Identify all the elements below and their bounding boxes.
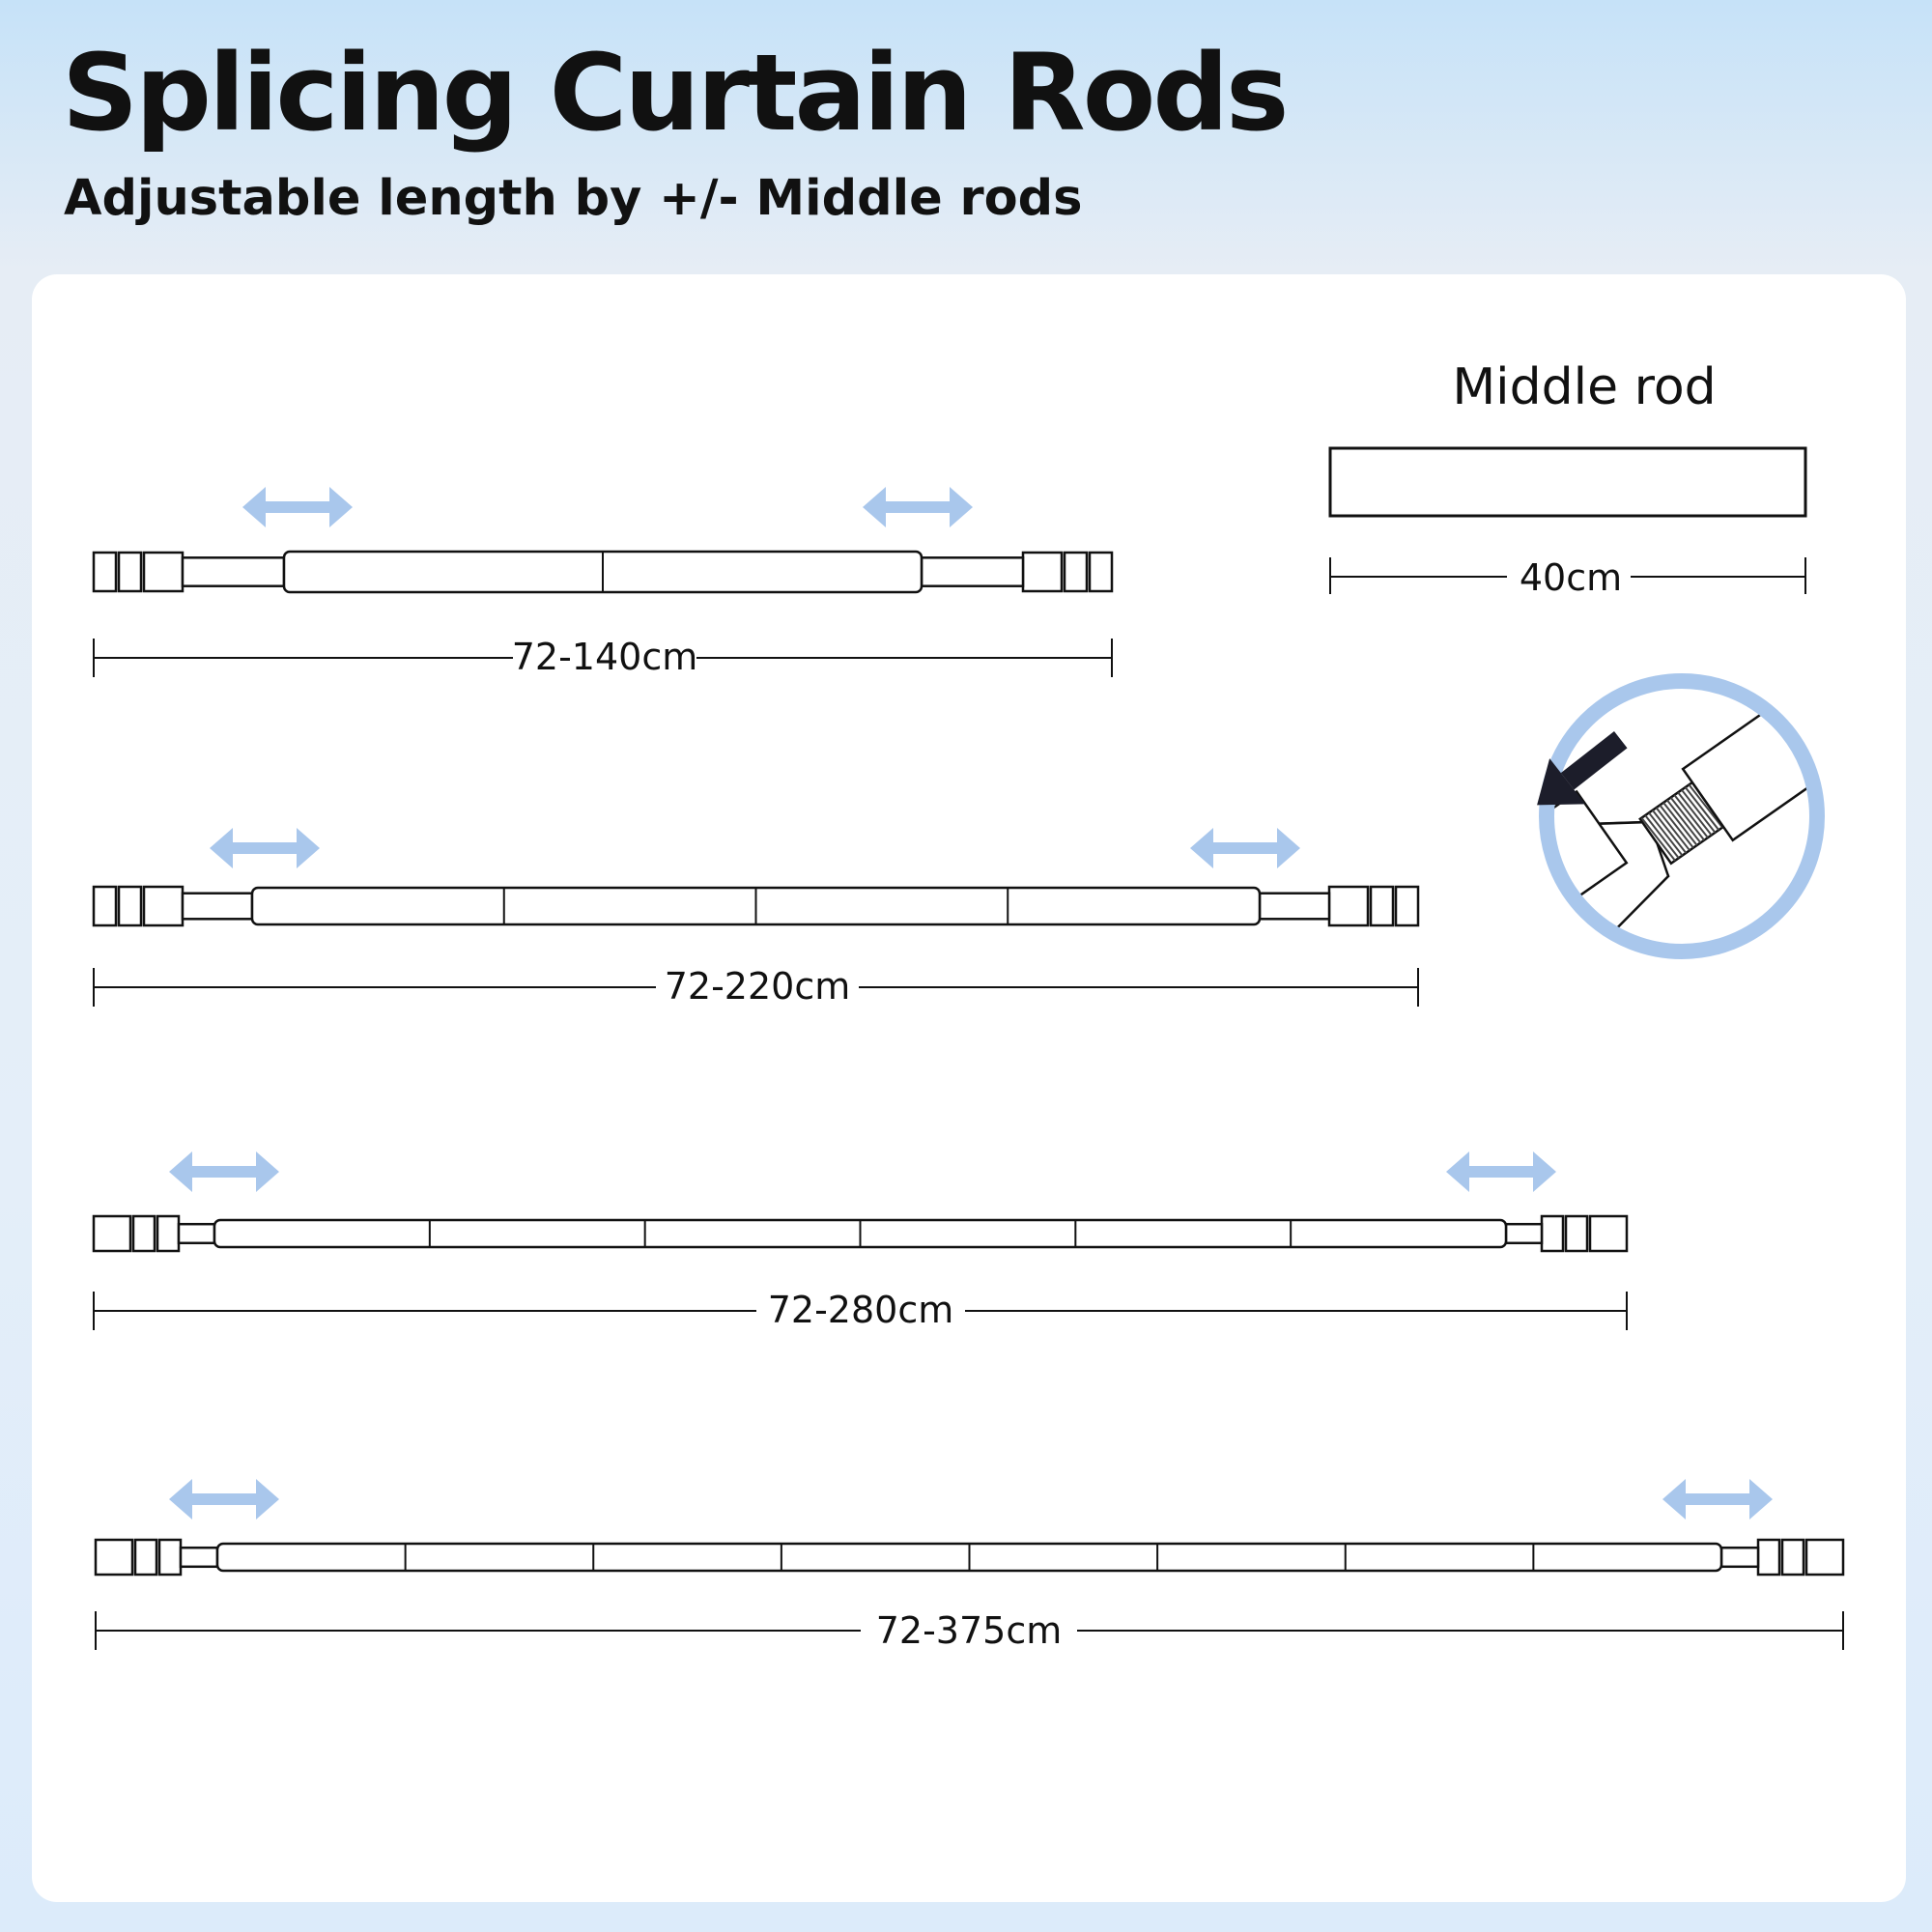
end-cap — [1756, 1538, 1781, 1577]
double-arrow-icon — [169, 1479, 279, 1520]
double-arrow-icon — [1662, 1479, 1773, 1520]
rod-1: 72-140cm — [92, 487, 1114, 678]
end-cap — [1063, 551, 1089, 593]
end-cap — [92, 1214, 132, 1253]
insert-direction-arrow — [1537, 731, 1628, 806]
inner-pipe — [1719, 1546, 1760, 1569]
middle-rod-label: Middle rod — [1452, 358, 1716, 416]
rod-4: 72-375cm — [94, 1479, 1845, 1652]
inner-pipe — [920, 556, 1025, 587]
end-cap — [1588, 1214, 1629, 1253]
end-cap — [1540, 1214, 1565, 1253]
end-cap — [92, 551, 118, 593]
inner-pipe — [181, 892, 254, 921]
double-arrow-icon — [1446, 1151, 1556, 1192]
middle-rod-panel: Middle rod 40cm — [1328, 358, 1807, 599]
end-cap — [1780, 1538, 1805, 1577]
double-arrow-icon — [169, 1151, 279, 1192]
middle-rod-dimension-line — [1329, 557, 1806, 594]
end-cap — [117, 551, 143, 593]
double-arrow-icon — [1190, 828, 1300, 868]
rod-3-length-label: 72-280cm — [768, 1289, 954, 1331]
inner-pipe — [1258, 892, 1331, 921]
thread-connector-icon — [1537, 673, 1825, 959]
inner-pipe — [1504, 1222, 1544, 1245]
rod-3: 72-280cm — [92, 1151, 1629, 1331]
end-cap — [117, 885, 143, 927]
end-cap — [142, 551, 185, 593]
inner-pipe — [179, 1546, 219, 1569]
end-cap — [1327, 885, 1370, 927]
end-cap — [1394, 885, 1420, 927]
middle-rod-shape — [1328, 446, 1807, 518]
rod-1-length-label: 72-140cm — [512, 636, 698, 678]
end-cap — [92, 885, 118, 927]
rod-2-length-label: 72-220cm — [665, 965, 851, 1008]
inner-pipe — [181, 556, 286, 587]
end-cap — [1369, 885, 1395, 927]
end-cap — [133, 1538, 158, 1577]
end-cap — [131, 1214, 156, 1253]
inner-pipe — [177, 1222, 216, 1245]
end-cap — [94, 1538, 134, 1577]
double-arrow-icon — [242, 487, 353, 527]
end-cap — [157, 1538, 183, 1577]
rod-2: 72-220cm — [92, 828, 1420, 1008]
middle-rod-length-label: 40cm — [1520, 556, 1622, 599]
double-arrow-icon — [210, 828, 320, 868]
double-arrow-icon — [863, 487, 973, 527]
end-cap — [1021, 551, 1064, 593]
end-cap — [1088, 551, 1114, 593]
page-title: Splicing Curtain Rods — [62, 31, 1290, 155]
rod-4-length-label: 72-375cm — [876, 1609, 1063, 1652]
end-cap — [142, 885, 185, 927]
page-subtitle: Adjustable length by +/- Middle rods — [64, 170, 1083, 227]
end-cap — [1564, 1214, 1589, 1253]
end-cap — [156, 1214, 181, 1253]
end-cap — [1804, 1538, 1845, 1577]
